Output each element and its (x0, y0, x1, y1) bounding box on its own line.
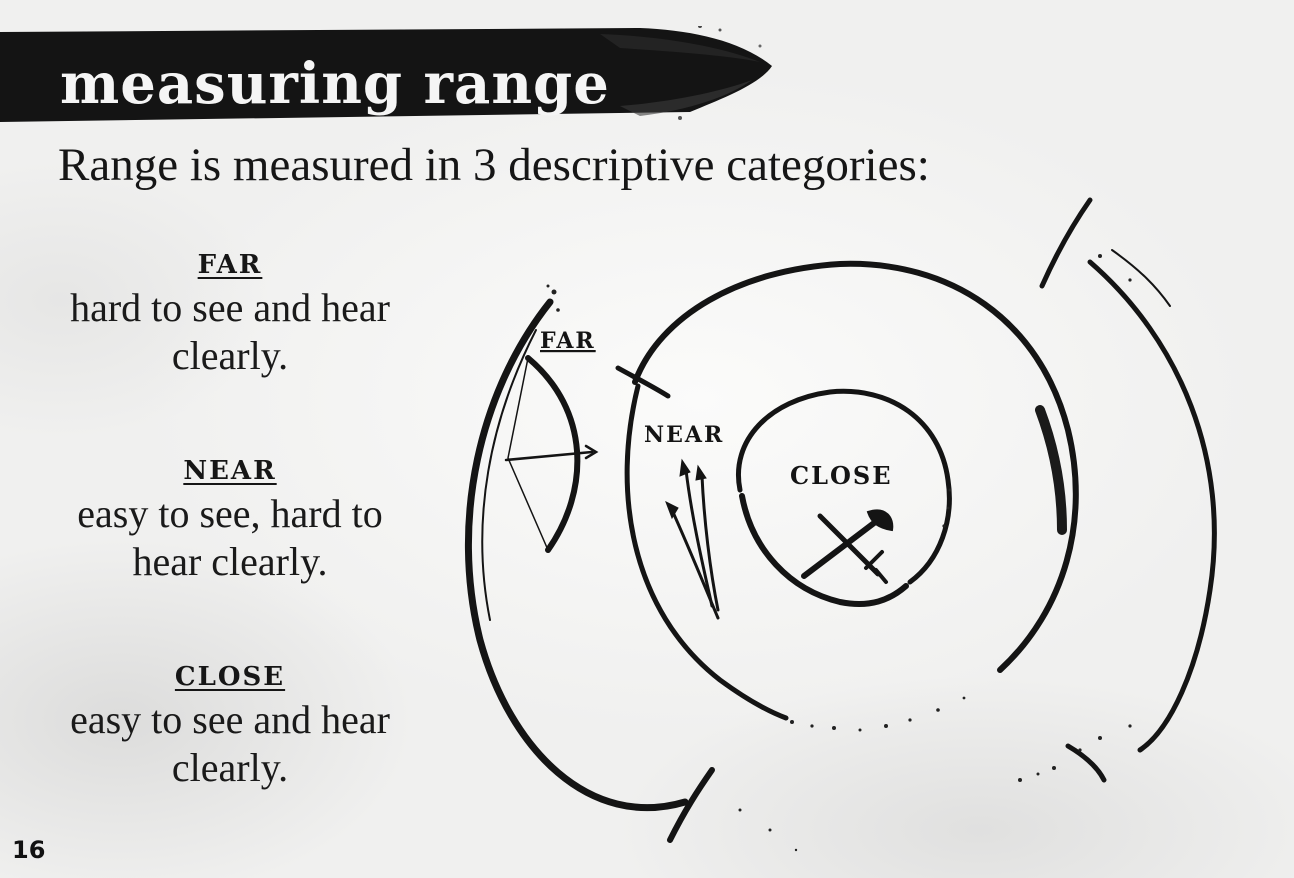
far-ring-ink-dots (546, 254, 1132, 852)
category-near-heading: NEAR (183, 456, 277, 486)
category-far-heading: FAR (197, 250, 263, 280)
category-far-description: hard to see and hear clearly. (70, 285, 390, 378)
arrows-icon (665, 458, 720, 620)
category-close: CLOSE easy to see and hear clearly. (40, 662, 420, 792)
page-number: 16 (12, 836, 46, 864)
close-ring-ink-dots (942, 488, 952, 528)
close-ring-label: CLOSE (790, 461, 893, 490)
brush-stroke-banner (0, 26, 772, 122)
category-near: NEAR easy to see, hard to hear clearly. (40, 456, 420, 586)
close-ring (736, 388, 952, 608)
crossed-axe-sword-icon (801, 509, 894, 584)
near-ring-ink-dots (790, 696, 966, 732)
category-far: FAR hard to see and hear clearly. (40, 250, 420, 380)
near-ring (615, 260, 1079, 721)
range-diagram: FAR NEAR CLOSE (464, 197, 1217, 852)
category-near-description: easy to see, hard to hear clearly. (77, 491, 383, 584)
page-title: measuring range (60, 51, 610, 117)
far-ring (464, 197, 1217, 843)
category-close-description: easy to see and hear clearly. (70, 697, 390, 790)
page-subtitle: Range is measured in 3 descriptive categ… (58, 139, 930, 191)
bow-and-arrow-icon (504, 355, 599, 553)
category-close-heading: CLOSE (174, 662, 286, 692)
far-ring-label: FAR (540, 328, 596, 354)
title-banner: measuring range (0, 26, 790, 122)
near-ring-label: NEAR (644, 422, 724, 448)
